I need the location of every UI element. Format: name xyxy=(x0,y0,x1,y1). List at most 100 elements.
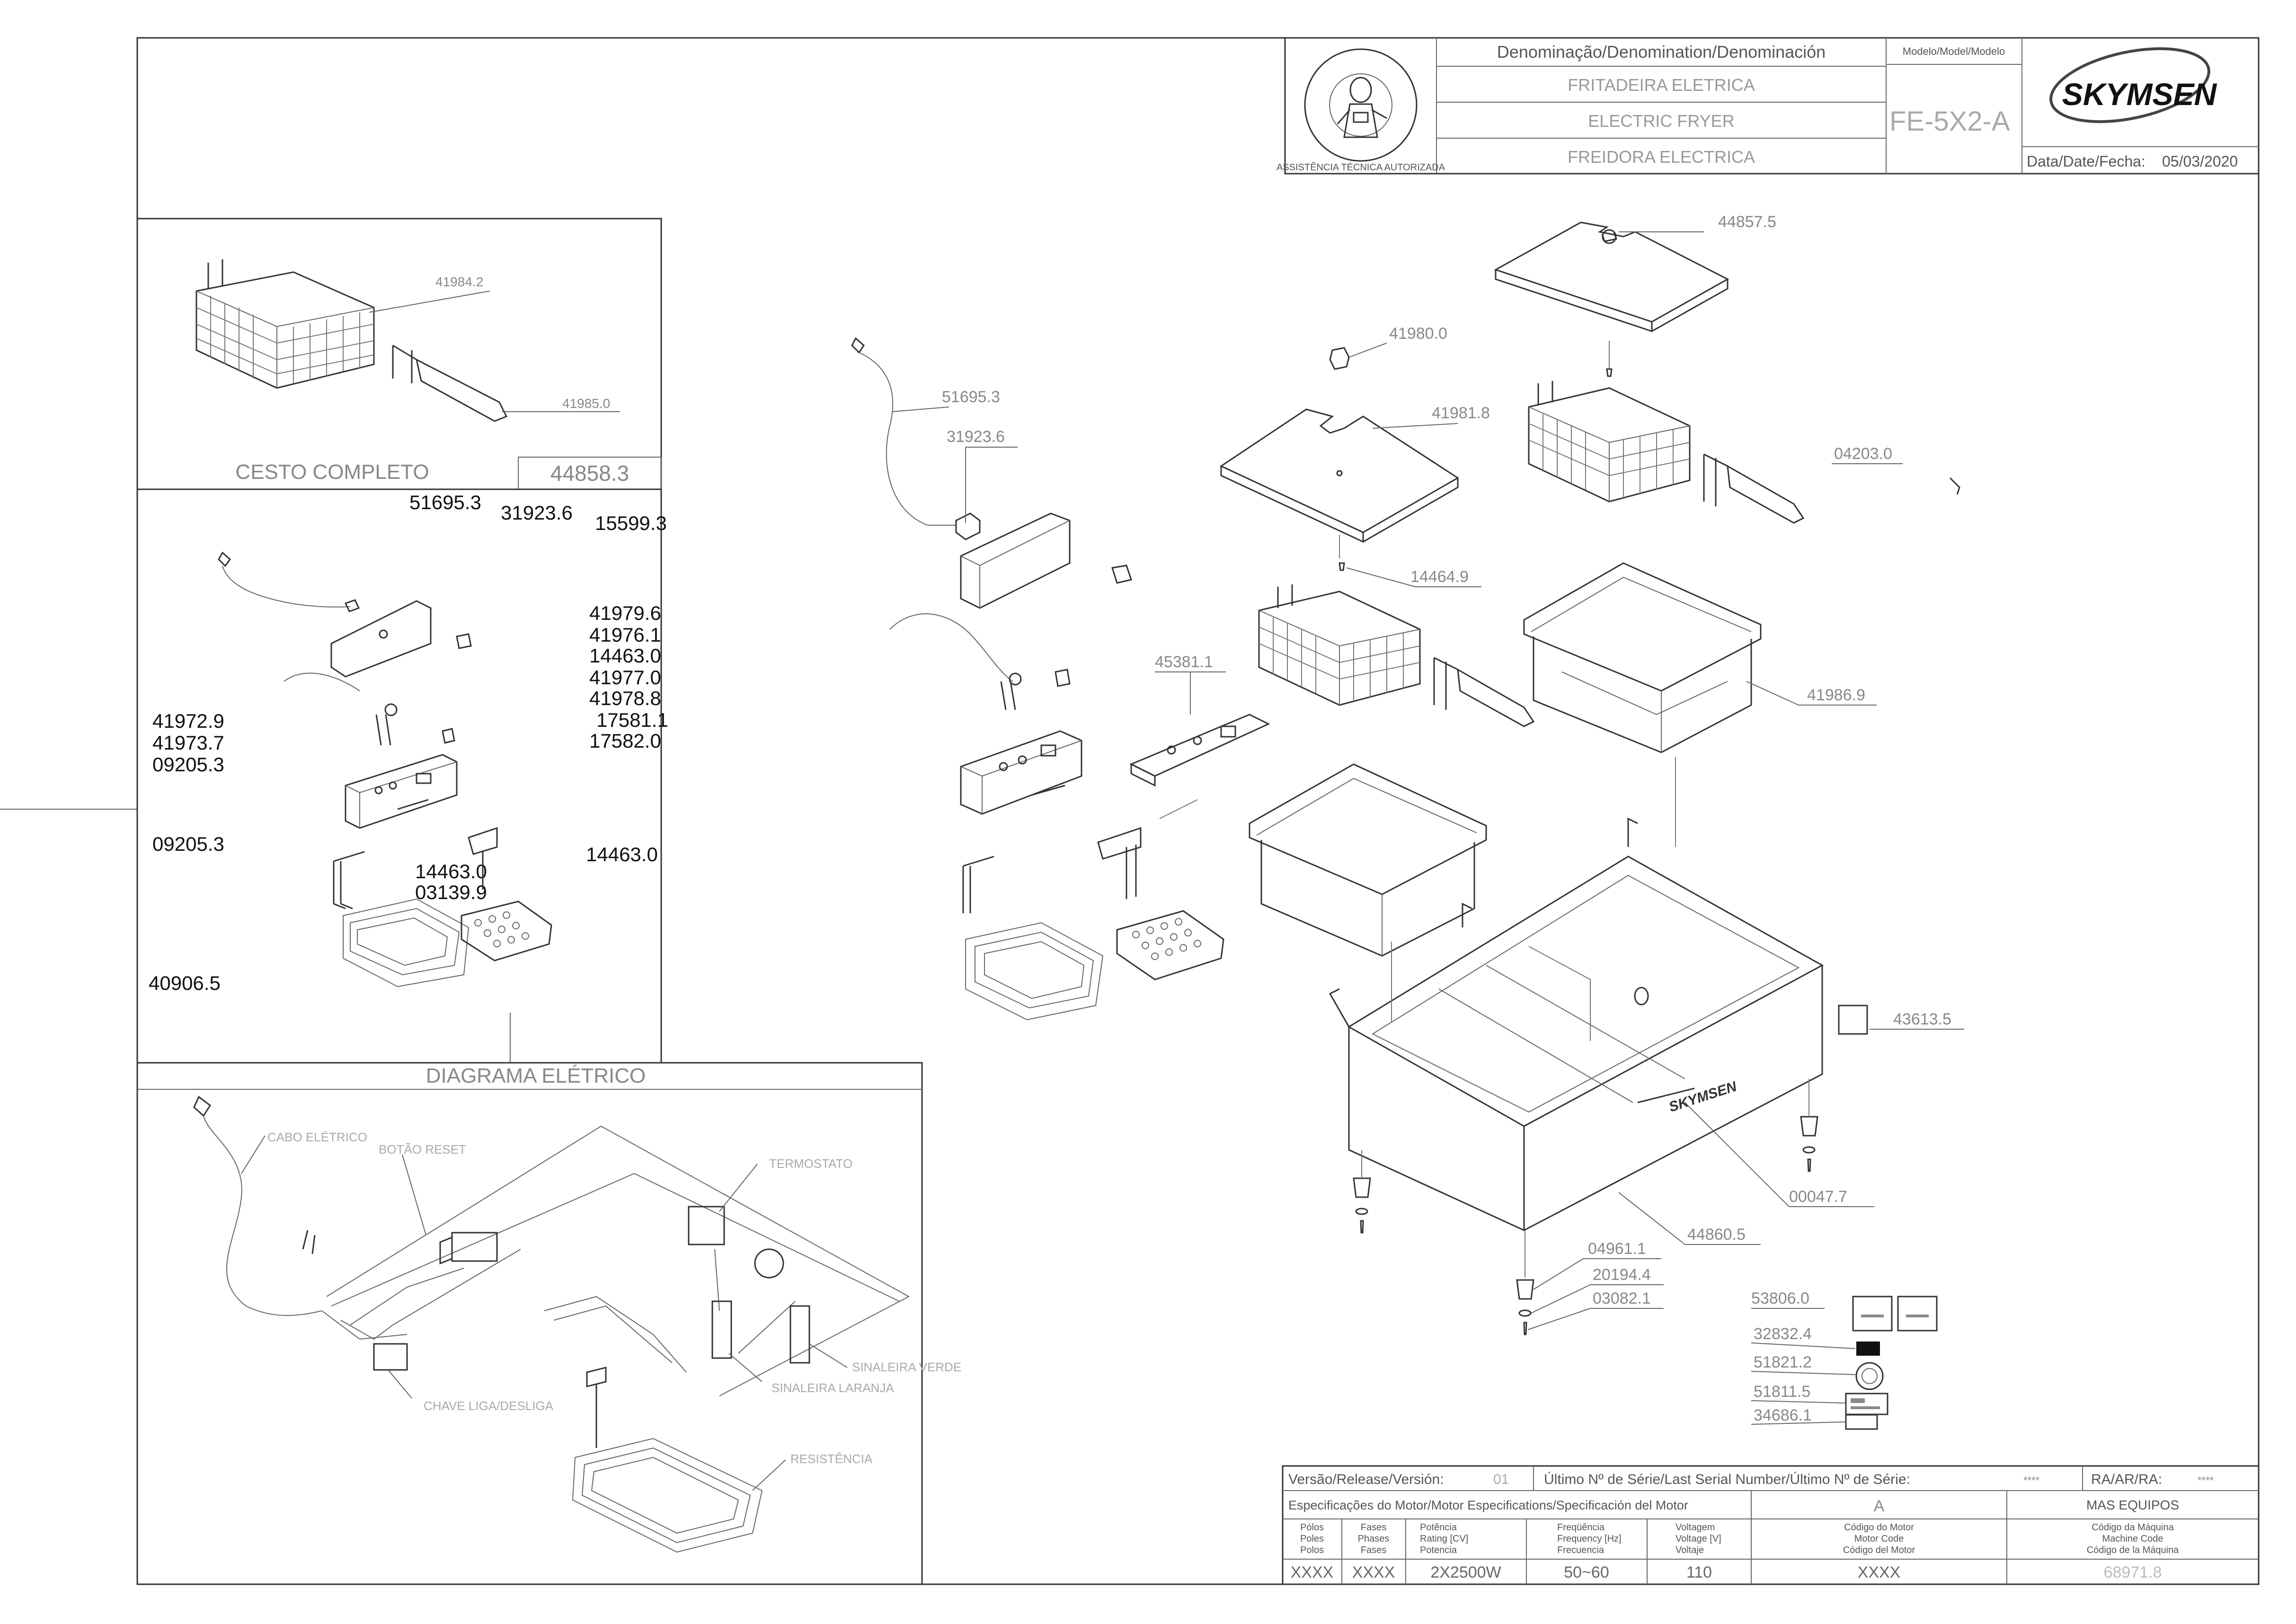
header-rating: Rating [CV] xyxy=(1420,1534,1468,1544)
ra-value: **** xyxy=(2198,1474,2214,1486)
callout: 14464.9 xyxy=(1410,568,1469,586)
basket-part-code: 41984.2 xyxy=(435,274,483,289)
callout: 45381.1 xyxy=(1155,653,1213,671)
value-frequency: 50~60 xyxy=(1564,1563,1609,1581)
callout: 44857.5 xyxy=(1718,213,1776,231)
basket-panel-title: CESTO COMPLETO xyxy=(235,460,429,484)
callout: 51695.3 xyxy=(942,388,1000,406)
lid-drawing xyxy=(1494,221,1729,377)
wiring-drawing xyxy=(193,1095,910,1553)
ra-label: RA/AR/RA: xyxy=(2091,1472,2162,1487)
value-phases: XXXX xyxy=(1352,1563,1395,1581)
handle-part-code: 41985.0 xyxy=(562,396,610,411)
header-machine-code: Código de la Máquina xyxy=(2087,1545,2179,1555)
serial-value: **** xyxy=(2023,1474,2040,1486)
component-code: 40906.5 xyxy=(149,972,221,994)
callout: 04961.1 xyxy=(1588,1240,1646,1258)
model-header: Modelo/Model/Modelo xyxy=(1903,45,2005,57)
wiring-label-power-cable: CABO ELÉTRICO xyxy=(267,1130,367,1144)
skymsen-logo: SKYMSEN xyxy=(2049,47,2217,124)
name-portuguese: FRITADEIRA ELETRICA xyxy=(1568,75,1755,95)
header-phases: Phases xyxy=(1358,1534,1390,1544)
body-brand-mark: SKYMSEN xyxy=(1667,1078,1739,1115)
callout: 03082.1 xyxy=(1593,1289,1651,1307)
component-code: 14463.0 xyxy=(415,860,487,883)
component-code: 41973.7 xyxy=(152,732,224,754)
basket-panel-code: 44858.3 xyxy=(550,461,629,485)
component-assembly-drawing xyxy=(218,551,552,1063)
header-frequency: Frecuencia xyxy=(1557,1545,1605,1555)
header-voltage: Voltagem xyxy=(1675,1522,1715,1533)
callout: 44860.5 xyxy=(1687,1226,1746,1244)
component-code: 03139.9 xyxy=(415,881,487,903)
value-rating: 2X2500W xyxy=(1430,1563,1501,1581)
value-voltage: 110 xyxy=(1686,1563,1712,1581)
component-code: 51695.3 xyxy=(409,491,481,513)
callout: 41986.9 xyxy=(1807,686,1865,704)
callout: 53806.0 xyxy=(1751,1289,1809,1307)
denomination-header: Denominação/Denomination/Denominación xyxy=(1497,42,1826,62)
spec-table: Versão/Release/Versión: 01 Último Nº de … xyxy=(1282,1465,2260,1585)
callout: 51821.2 xyxy=(1754,1353,1812,1371)
component-code: 41979.6 xyxy=(589,602,661,624)
sheet-border xyxy=(136,37,2260,1585)
component-code: 15599.3 xyxy=(595,512,667,534)
version-label: Versão/Release/Versión: xyxy=(1288,1472,1444,1487)
header-rating: Potência xyxy=(1420,1522,1457,1533)
callout: 43613.5 xyxy=(1893,1010,1951,1028)
callout: 41981.8 xyxy=(1432,404,1490,422)
header-motor-code: Motor Code xyxy=(1854,1534,1904,1544)
sticker-set-drawing xyxy=(1845,1296,1938,1430)
component-code: 09205.3 xyxy=(152,833,224,855)
name-english: ELECTRIC FRYER xyxy=(1588,111,1734,131)
callout: 20194.4 xyxy=(1593,1266,1651,1284)
wiring-label-switch: CHAVE LIGA/DESLIGA xyxy=(424,1399,554,1413)
component-panel: 51695.3 31923.6 15599.3 41979.6 41976.1 … xyxy=(136,488,668,1064)
wiring-label-orange-light: SINALEIRA LARANJA xyxy=(771,1381,894,1395)
feet-drawing xyxy=(1353,1079,1818,1335)
header-machine-code: Código da Máquina xyxy=(2092,1522,2174,1533)
title-block: ASSISTÊNCIA TÉCNICA AUTORIZADA Denominaç… xyxy=(1277,37,2260,175)
basket-panel: CESTO COMPLETO 44858.3 41984.2 41985.0 xyxy=(136,218,662,490)
brand-logo-text: SKYMSEN xyxy=(2062,77,2217,112)
header-phases: Fases xyxy=(1361,1545,1386,1555)
value-poles: XXXX xyxy=(1291,1563,1334,1581)
basket-drawing xyxy=(195,259,375,389)
wiring-label-heating-element: RESISTÊNCIA xyxy=(790,1452,873,1466)
seal-text: ASSISTÊNCIA TÉCNICA AUTORIZADA xyxy=(1277,162,1445,173)
header-poles: Polos xyxy=(1300,1545,1324,1555)
value-machine-code: 68971.8 xyxy=(2104,1563,2162,1581)
version-value: 01 xyxy=(1493,1472,1509,1487)
component-code: 41978.8 xyxy=(589,687,661,709)
authorized-service-seal-icon: ASSISTÊNCIA TÉCNICA AUTORIZADA xyxy=(1277,48,1445,173)
callout: 00047.7 xyxy=(1789,1188,1847,1206)
wiring-label-reset-button: BOTÃO RESET xyxy=(379,1142,466,1156)
callout: 41980.0 xyxy=(1389,325,1447,343)
right-vat-drawing xyxy=(1523,562,1762,753)
header-motor-code: Código del Motor xyxy=(1843,1545,1915,1555)
date-label: Data/Date/Fecha: xyxy=(2027,153,2145,170)
control-plate-drawing xyxy=(1129,714,1270,787)
callout: 31923.6 xyxy=(947,428,1005,446)
serial-label: Último Nº de Série/Last Serial Number/Úl… xyxy=(1544,1472,1910,1487)
name-spanish: FREIDORA ELECTRICA xyxy=(1568,147,1755,167)
date-value: 05/03/2020 xyxy=(2162,153,2238,170)
header-frequency: Frequency [Hz] xyxy=(1557,1534,1622,1544)
header-motor-code: Código do Motor xyxy=(1844,1522,1914,1533)
wiring-label-thermostat: TERMOSTATO xyxy=(769,1156,852,1171)
knob-drawing xyxy=(1329,347,1350,370)
cover-drawing xyxy=(1219,408,1459,558)
main-body-drawing: SKYMSEN xyxy=(1329,817,1824,1231)
motor-code-letter: A xyxy=(1874,1497,1885,1515)
component-code: 31923.6 xyxy=(501,502,573,524)
callout: 51811.5 xyxy=(1754,1383,1810,1401)
motor-spec-label: Especificações do Motor/Motor Especifica… xyxy=(1288,1498,1688,1512)
element-and-stand-drawing xyxy=(962,799,1224,1021)
cable-bracket-drawing xyxy=(851,337,1132,815)
value-motor-code: XXXX xyxy=(1858,1563,1901,1581)
component-code: 41977.0 xyxy=(589,666,661,688)
component-code: 14463.0 xyxy=(586,843,658,865)
wiring-panel-title: DIAGRAMA ELÉTRICO xyxy=(426,1064,646,1087)
wiring-panel: DIAGRAMA ELÉTRICO CABO ELÉTRICO BOTÃO RE… xyxy=(136,1062,961,1585)
